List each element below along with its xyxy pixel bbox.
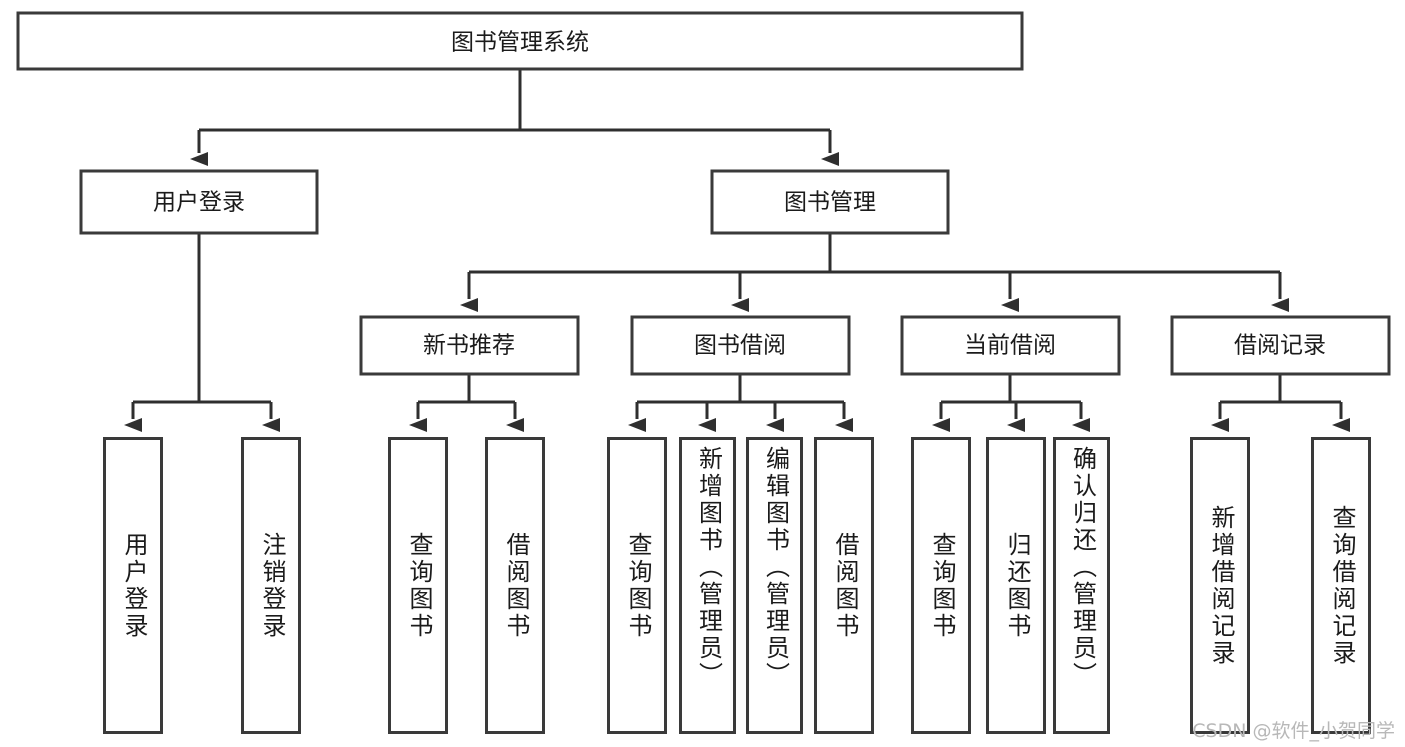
node-leaf-query-borrow-record[interactable]: 查询借阅记录 [1311,437,1371,734]
node-leaf-query-borrow-record-label: 查询借阅记录 [1327,504,1356,667]
node-leaf-borrow-book-2-label: 借阅图书 [830,531,859,640]
node-leaf-edit-book[interactable]: 编辑图书（管理员） [746,437,803,734]
connector-group-root-to-level2 [190,69,839,166]
node-leaf-query-book-1[interactable]: 查询图书 [388,437,448,734]
node-user-login-label: 用户登录 [153,190,245,216]
node-borrow-record-box [1170,315,1391,376]
connector-group-recommend-leaves [409,374,524,432]
node-leaf-add-book-label: 新增图书（管理员） [694,446,723,689]
csdn-watermark: CSDN @软件_小贺同学 [1192,720,1395,742]
connector-group-book-borrow-leaves [628,374,853,432]
node-leaf-edit-book-label: 编辑图书（管理员） [761,446,790,689]
node-current-borrow-box [900,315,1121,376]
node-leaf-borrow-book-1-label: 借阅图书 [501,531,530,640]
connector-group-user-login-leaves [124,233,280,432]
node-root[interactable]: 图书管理系统 [16,11,1024,71]
node-book-manage-box [710,169,950,235]
node-leaf-query-book-3-label: 查询图书 [927,531,956,640]
node-leaf-return-book[interactable]: 归还图书 [986,437,1046,734]
node-new-book-recommend[interactable]: 新书推荐 [359,315,580,376]
node-leaf-add-book[interactable]: 新增图书（管理员） [679,437,736,734]
node-current-borrow-label: 当前借阅 [964,333,1056,359]
node-book-borrow-box [630,315,851,376]
connector-group-current-borrow-leaves [932,374,1090,432]
node-leaf-query-book-2[interactable]: 查询图书 [607,437,667,734]
node-leaf-confirm-return-label: 确认归还（管理员） [1068,446,1097,689]
node-current-borrow[interactable]: 当前借阅 [900,315,1121,376]
node-leaf-user-logout[interactable]: 注销登录 [241,437,301,734]
node-leaf-query-book-2-label: 查询图书 [623,531,652,640]
node-leaf-user-login-label: 用户登录 [119,531,148,640]
node-new-book-recommend-label: 新书推荐 [423,333,515,359]
node-book-borrow[interactable]: 图书借阅 [630,315,851,376]
node-borrow-record-label: 借阅记录 [1234,333,1326,359]
node-leaf-borrow-book-1[interactable]: 借阅图书 [485,437,545,734]
node-book-manage-label: 图书管理 [784,190,876,216]
node-leaf-query-book-3[interactable]: 查询图书 [911,437,971,734]
node-user-login-box [79,169,319,235]
connector-group-level2-to-level3 [460,233,1289,312]
node-book-manage[interactable]: 图书管理 [710,169,950,235]
node-leaf-user-login[interactable]: 用户登录 [103,437,163,734]
node-borrow-record[interactable]: 借阅记录 [1170,315,1391,376]
node-leaf-user-logout-label: 注销登录 [257,531,286,640]
node-user-login[interactable]: 用户登录 [79,169,319,235]
node-root-label: 图书管理系统 [451,30,589,56]
node-leaf-confirm-return[interactable]: 确认归还（管理员） [1053,437,1110,734]
node-new-book-recommend-box [359,315,580,376]
node-leaf-return-book-label: 归还图书 [1002,531,1031,640]
node-root-box [16,11,1024,71]
connector-group-borrow-record-leaves [1211,374,1350,432]
node-leaf-add-borrow-record-label: 新增借阅记录 [1206,504,1235,667]
node-leaf-borrow-book-2[interactable]: 借阅图书 [814,437,874,734]
node-leaf-add-borrow-record[interactable]: 新增借阅记录 [1190,437,1250,734]
node-leaf-query-book-1-label: 查询图书 [404,531,433,640]
node-book-borrow-label: 图书借阅 [694,333,786,359]
